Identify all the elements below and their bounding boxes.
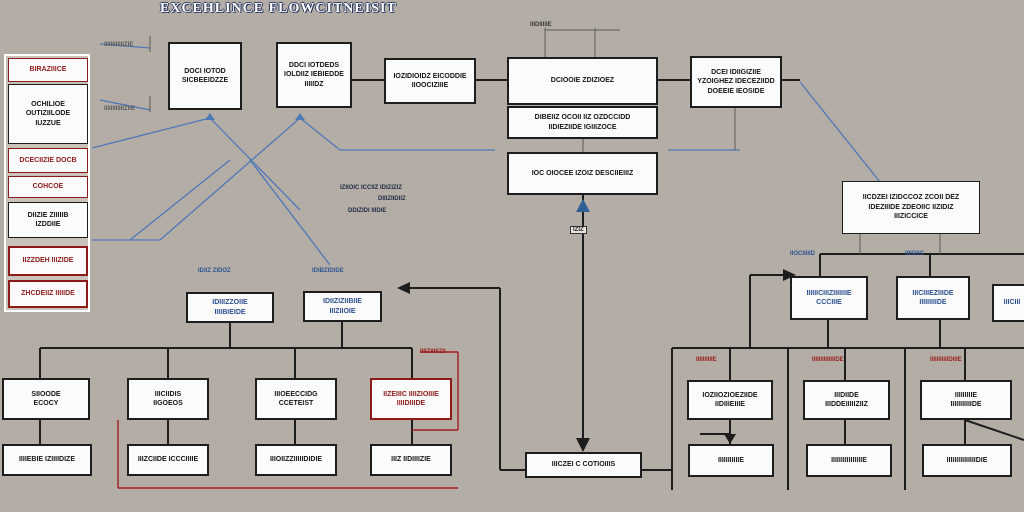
legend-item-3: DCECIIZIE DOCB — [8, 148, 88, 173]
legend-item-4: COHCOE — [8, 176, 88, 198]
small-tag: IZIZ — [570, 226, 587, 234]
right-bottom-box-1: IIIIIIIIIIIE — [688, 444, 774, 477]
annotation-3: IIIDIIIIIE — [530, 22, 552, 28]
right-label-2: IIIIIIIIIIIIIIDE — [812, 357, 844, 363]
left-sub-leaf-3: IIIOIIZZIIIIIDIDIE — [255, 444, 337, 476]
legend-item-7: ZHCDEIIZ IIIIIDE — [8, 280, 88, 308]
right-top-box-3: IIICIII — [992, 284, 1024, 322]
diagram-title: EXCEHLINCE FLOWCITNEISIT — [160, 1, 397, 16]
center-header-box: DCIOOIE ZDIZIOEZ — [507, 57, 658, 105]
annotation-2: IIIIIIIIIIIIZIIE — [104, 106, 136, 112]
middle-label-2: DIIIZIIDIIZ — [378, 196, 406, 202]
center-process-box: IOC OIOCEE IZOIZ DESCIIEIIIZ — [507, 152, 658, 195]
right-bottom-box-3: IIIIIIIIIIIIIIIDIE — [922, 444, 1012, 477]
middle-label-3: DDIZIDI IIIDIE — [348, 208, 387, 214]
legend-item-1: BIRAZIIICE — [8, 58, 88, 82]
right-bottom-box-2: IIIIIIIIIIIIIIIIE — [806, 444, 892, 477]
left-branch-red-label: IIIIZIIIIIZII — [420, 349, 446, 355]
right-branch-label-1: IIOCIIIIID — [790, 251, 816, 257]
right-label-3: IIIIIIIIIIIDIIIE — [930, 357, 962, 363]
middle-label-1: IZIIOIC ICCIIZ IDIZIZIZ — [340, 185, 402, 191]
left-sub-leaf-1: IIIIEBIE IZIIIIDIZE — [2, 444, 92, 476]
left-sub-leaf-4: IIIZ IIDIIIIZIE — [370, 444, 452, 476]
right-branch-label-2: IIIIOIIC — [905, 251, 925, 257]
right-label-1: IIIIIIIIIIE — [696, 357, 717, 363]
legend-item-6: IIZZDEH IIIZIDE — [8, 246, 88, 276]
left-branch-label-1: IDIIZ ZIDOZ — [198, 268, 231, 274]
outcome-box: IIICZEI C COTIOIIIS — [525, 452, 642, 478]
left-branch-label-2: IDIBZIDIDE — [312, 268, 344, 274]
left-sub-leaf-2: IIIZCIIDE ICCCIIIIE — [127, 444, 209, 476]
annotation-1: IIIIIIIIIIIIZIE — [104, 42, 134, 48]
